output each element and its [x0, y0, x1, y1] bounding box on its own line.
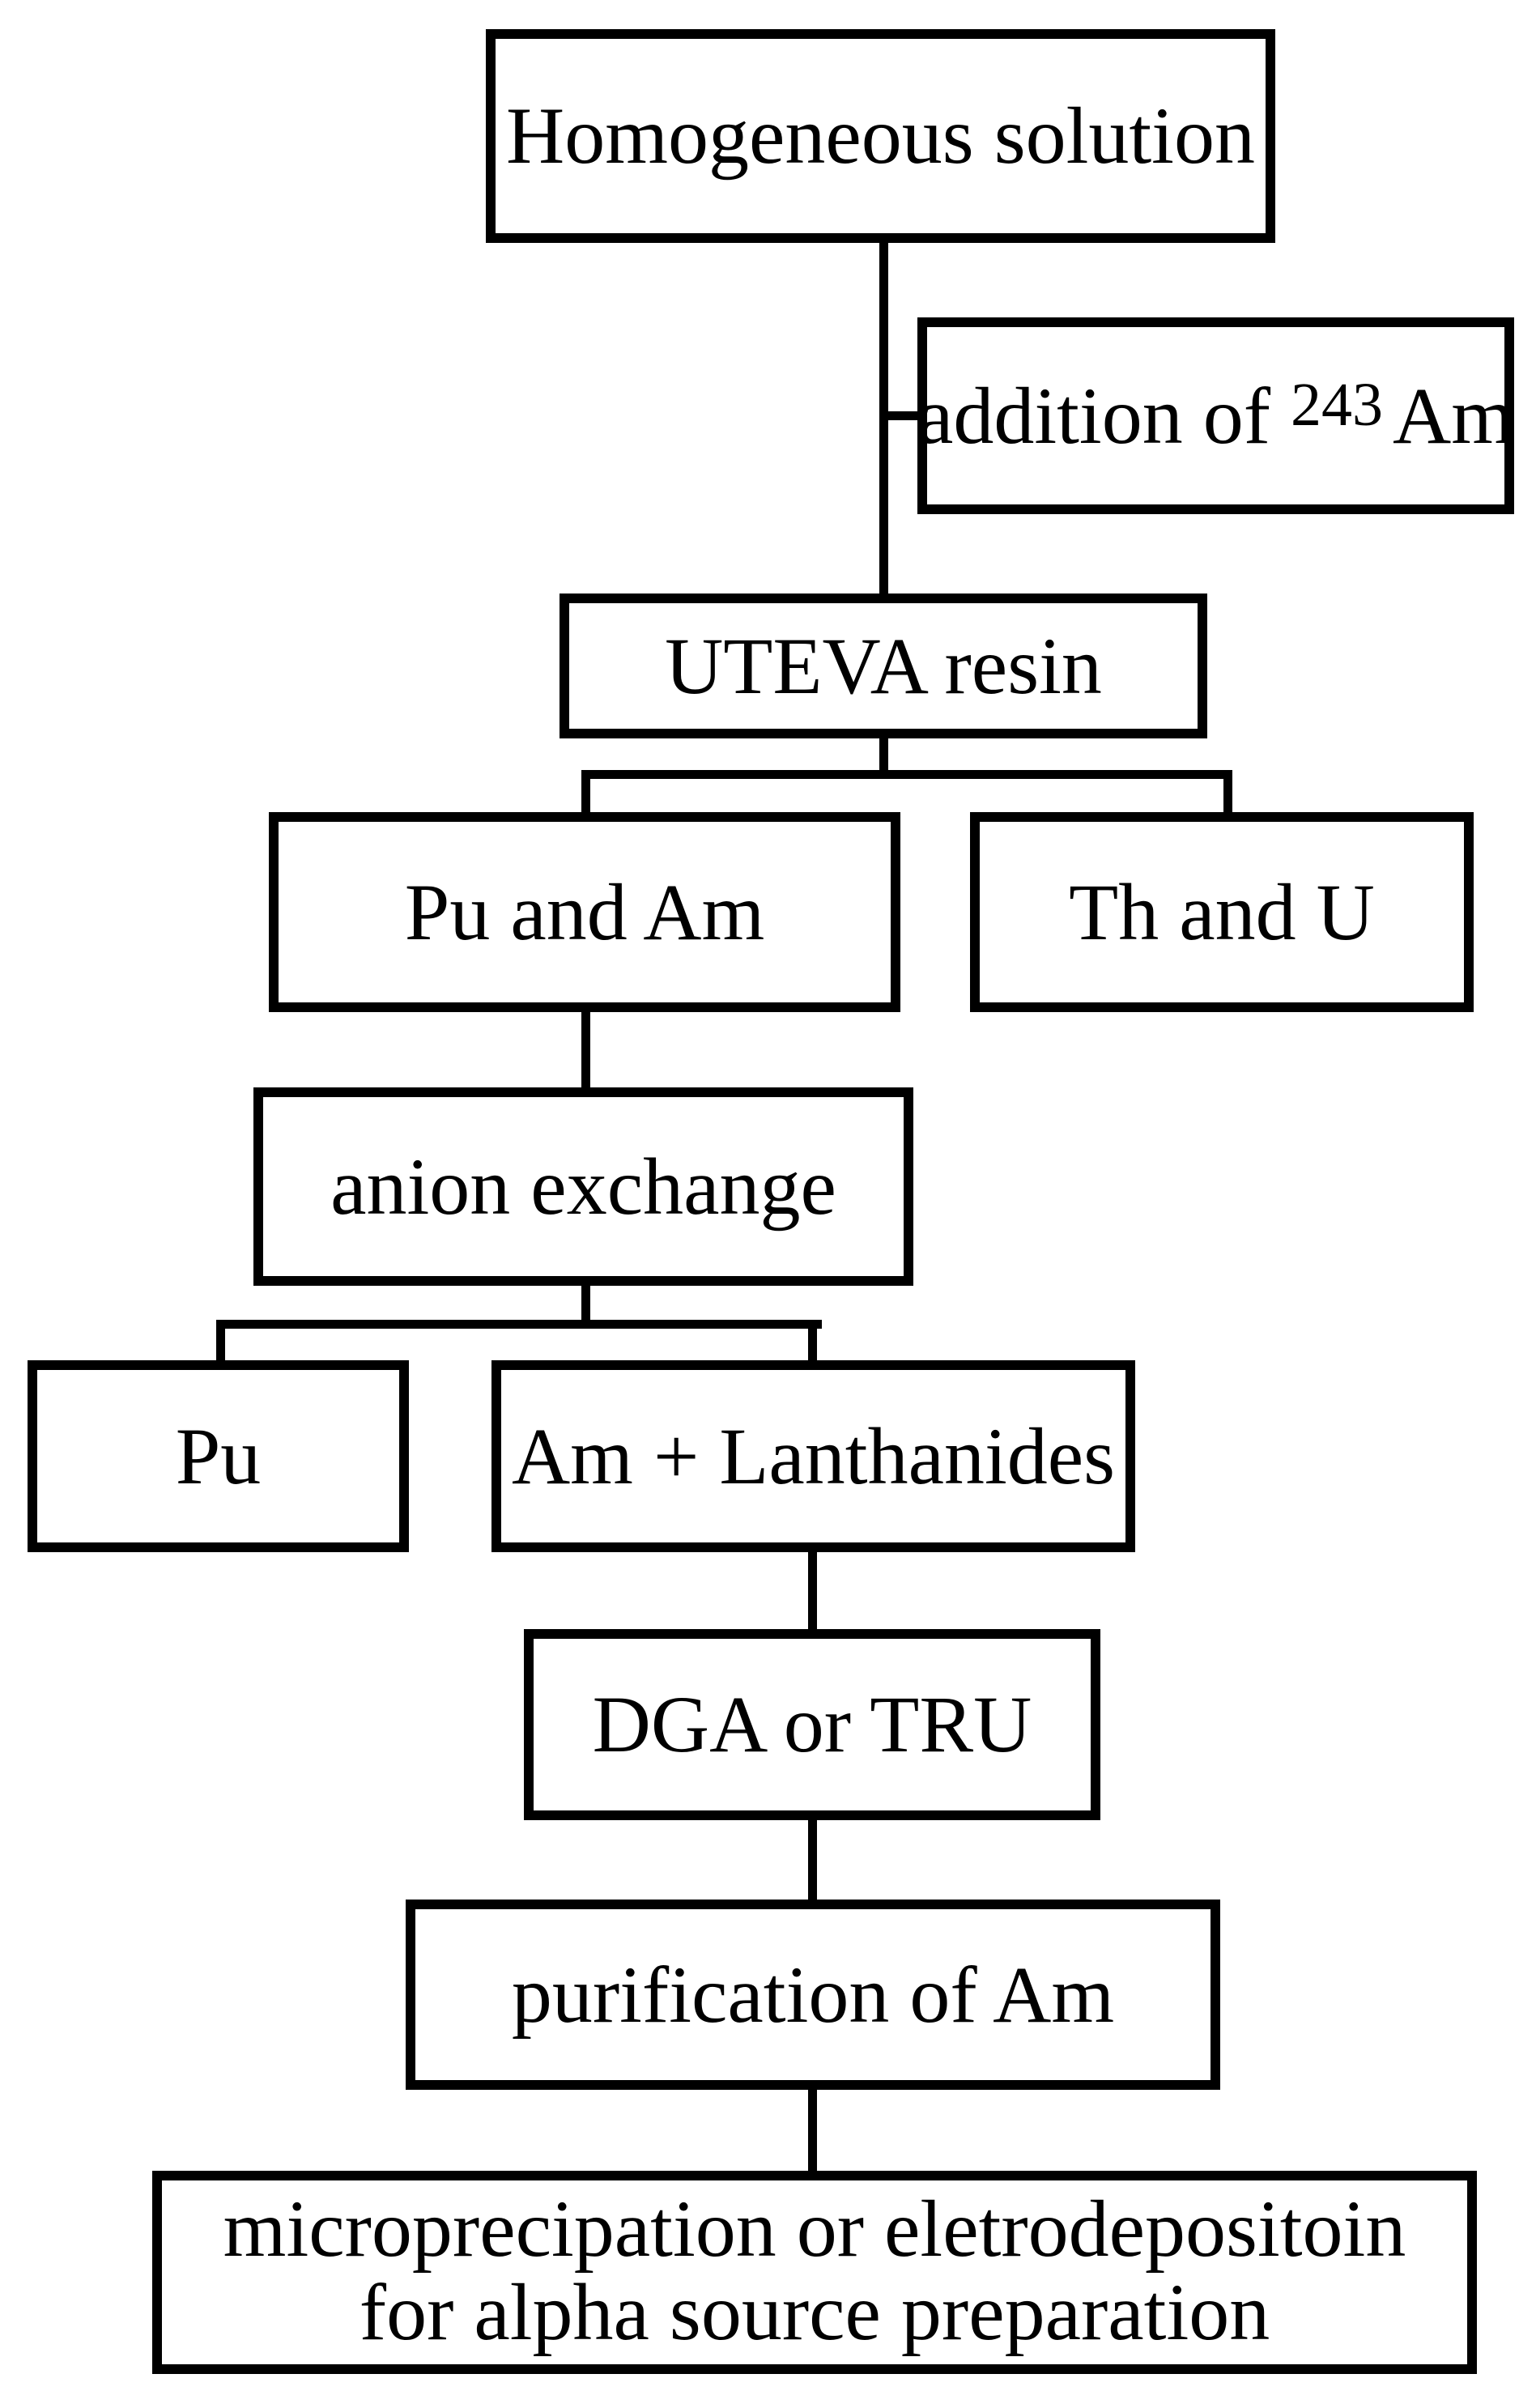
addition-prefix: addition of — [917, 370, 1291, 461]
edge-homogeneous-to-uteva — [879, 238, 888, 602]
node-label: UTEVA resin — [665, 620, 1102, 711]
node-uteva-resin: UTEVA resin — [560, 593, 1207, 738]
node-label: Pu and Am — [404, 866, 765, 957]
node-am-lanthanides: Am + Lanthanides — [491, 1360, 1135, 1552]
edge-am-lanthanides-to-dga — [808, 1547, 817, 1634]
edge-pu-and-am-to-anion — [581, 1007, 590, 1093]
node-label: purification of Am — [511, 1949, 1115, 2040]
node-purification-of-am: purification of Am — [406, 1900, 1220, 2090]
edge-uteva-down — [879, 734, 888, 779]
addition-suffix: Am — [1393, 370, 1515, 461]
node-label: Am + Lanthanides — [511, 1410, 1116, 1501]
node-pu: Pu — [28, 1360, 409, 1552]
node-label: Pu — [175, 1410, 262, 1501]
node-homogeneous-solution: Homogeneous solution — [486, 29, 1275, 243]
node-th-and-u: Th and U — [970, 812, 1474, 1012]
edge-dga-to-purification — [808, 1815, 817, 1904]
edge-stub-to-addition — [879, 411, 926, 420]
node-label-line1: microprecipation or eletrodepositoin — [223, 2184, 1406, 2274]
node-label: Homogeneous solution — [506, 91, 1255, 181]
isotope-superscript-243: 243 — [1291, 370, 1384, 439]
node-anion-exchange: anion exchange — [253, 1087, 913, 1286]
node-label-line2: for alpha source preparation — [359, 2267, 1270, 2357]
node-alpha-source-preparation: microprecipation or eletrodepositoin for… — [152, 2171, 1477, 2374]
edge-branch2-to-pu — [216, 1320, 225, 1367]
edge-branch2-horizontal — [216, 1320, 822, 1329]
edge-branch2-to-am-lanthanides — [808, 1320, 817, 1367]
edge-purification-to-alpha-source — [808, 2085, 817, 2176]
edge-branch1-to-th-and-u — [1223, 770, 1232, 820]
node-pu-and-am: Pu and Am — [269, 812, 900, 1012]
node-label: Th and U — [1069, 866, 1375, 957]
edge-branch1-horizontal — [581, 770, 1232, 779]
node-label: anion exchange — [330, 1141, 836, 1232]
edge-branch1-to-pu-and-am — [581, 770, 590, 820]
node-dga-or-tru: DGA or TRU — [524, 1629, 1100, 1820]
edge-anion-down — [581, 1281, 590, 1329]
node-label: DGA or TRU — [592, 1679, 1032, 1769]
